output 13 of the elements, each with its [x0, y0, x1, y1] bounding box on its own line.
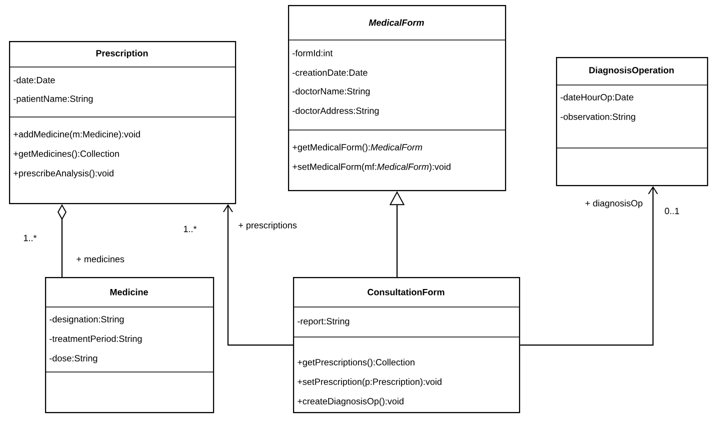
multiplicity-label: 0..1 — [664, 208, 680, 214]
class-box: Prescription -date:Date -patientName:String +addMedicine(m:Medicine):void +getMedicines():Collection +prescribeAnalysis():void — [8, 41, 236, 204]
connector — [520, 186, 658, 346]
multiplicity-label: 1..* — [24, 234, 37, 242]
role-label: + medicines — [75, 254, 126, 264]
class-box: DiagnosisOperation -dateHourOp:Date -observation:String — [556, 57, 708, 186]
class-box: MedicalForm -formId:int -creationDate:Date -doctorName:String -doctorAddress:String +getMedicalForm():MedicalForm +setMedicalForm(mf:MedicalForm):void — [288, 5, 506, 192]
class-box: ConsultationForm -report:String +getPrescriptions():Collection +setPrescription(p:Prescription):void +createDiagnosisOp():void — [292, 277, 520, 414]
role-label: + prescriptions — [237, 220, 298, 232]
class-box: Medicine -designation:String -treatmentPeriod:String -dose:String — [44, 277, 214, 414]
role-label: + diagnosisOp — [584, 198, 644, 210]
multiplicity-label: 1..* — [184, 226, 197, 232]
connector — [223, 204, 293, 346]
